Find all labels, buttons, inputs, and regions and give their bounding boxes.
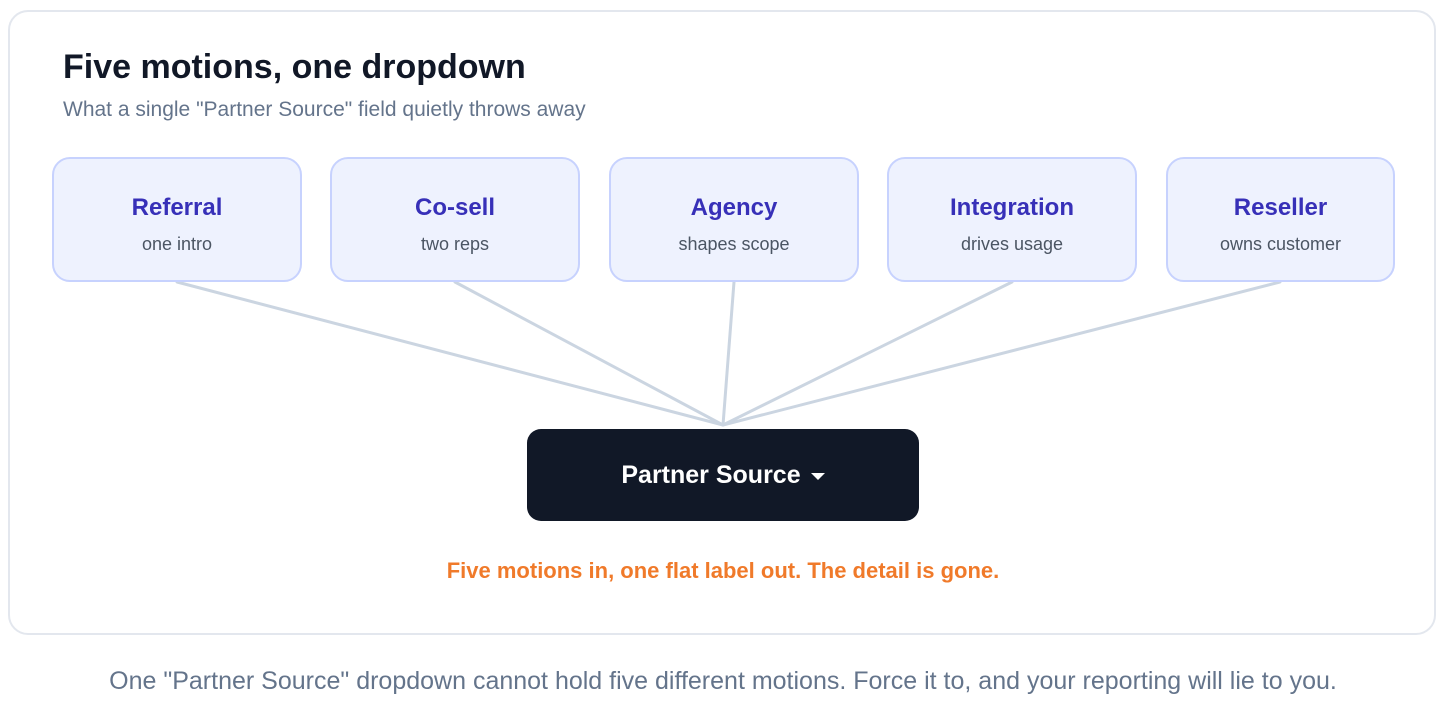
dropdown-label: Partner Source [621, 461, 801, 489]
motion-card-co-sell: Co-sell two reps [330, 157, 580, 282]
figure-caption: One "Partner Source" dropdown cannot hol… [109, 667, 1337, 695]
diagram-title: Five motions, one dropdown [63, 48, 526, 86]
motion-description: one intro [141, 234, 213, 254]
warning-text: Five motions in, one flat label out. The… [446, 558, 1000, 583]
motion-description: two reps [420, 234, 490, 254]
motion-name: Integration [950, 194, 1074, 221]
motion-card-integration: Integration drives usage [887, 157, 1137, 282]
partner-source-dropdown[interactable]: Partner Source [527, 429, 919, 521]
diagram-subtitle: What a single "Partner Source" field qui… [63, 98, 586, 121]
motion-description: drives usage [960, 234, 1064, 254]
motion-name: Agency [690, 194, 778, 221]
motion-name: Referral [131, 194, 223, 221]
motion-name: Reseller [1233, 194, 1328, 221]
motion-card-reseller: Reseller owns customer [1166, 157, 1395, 282]
motion-description: owns customer [1219, 234, 1342, 254]
caret-down-icon [810, 472, 825, 480]
motion-card-referral: Referral one intro [52, 157, 302, 282]
motion-card-agency: Agency shapes scope [609, 157, 859, 282]
motion-name: Co-sell [414, 194, 495, 221]
motion-description: shapes scope [678, 234, 790, 254]
